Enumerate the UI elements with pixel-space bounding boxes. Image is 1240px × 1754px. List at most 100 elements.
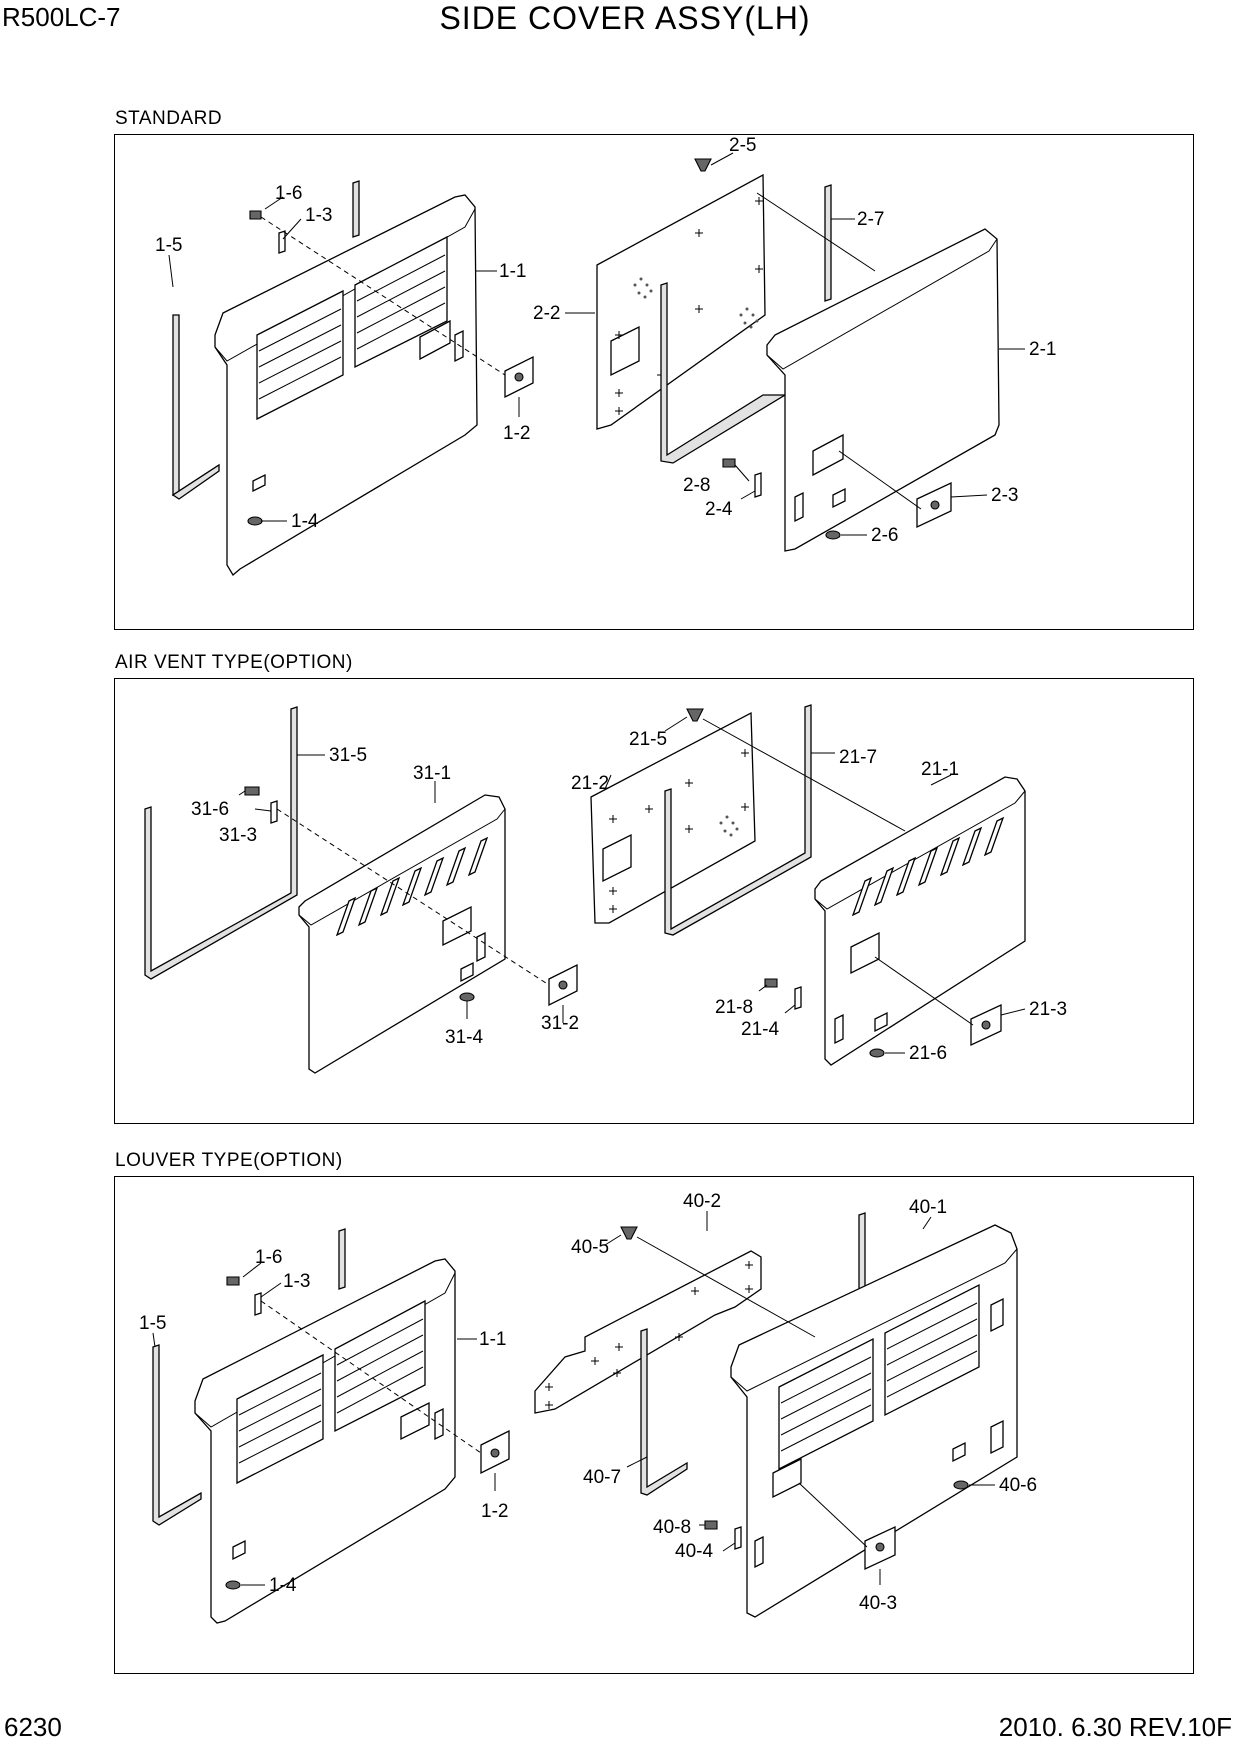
label-2-6: 2-6 (871, 525, 898, 546)
rubber-1-4 (247, 516, 263, 526)
diagram-panel-standard: 1-5 1-6 1-3 1-1 1-2 1-4 31-5 2-5 2-7 2-2… (114, 134, 1194, 630)
latch-21-3-key (981, 1020, 991, 1030)
cover-2-1-edge (766, 238, 998, 370)
handle-recess-louver (400, 1401, 430, 1441)
section-title-standard: STANDARD (115, 108, 223, 129)
bracket-2-1 (794, 491, 804, 523)
louver-right-louver-lines (336, 1318, 424, 1414)
bracket-2-6 (832, 487, 846, 509)
label-2-1: 2-1 (1029, 339, 1056, 360)
insulation-clips-21-2 (609, 749, 749, 913)
label-1-3-louver: 1-3 (283, 1271, 310, 1292)
louver-right-40-1 (884, 1283, 980, 1417)
latch-1-2-key (514, 372, 524, 382)
label-21-6: 21-6 (909, 1043, 947, 1064)
label-1-4-louver: 1-4 (269, 1575, 297, 1596)
clip-40-5 (620, 1226, 638, 1240)
label-31-3: 31-3 (219, 825, 257, 846)
latch-40-3-key (875, 1542, 885, 1552)
louver-left-lines (258, 308, 342, 400)
seal-2-7 (824, 184, 832, 302)
handle-recess-40-1 (772, 1457, 802, 1499)
label-21-5: 21-5 (629, 729, 667, 750)
label-1-3: 1-3 (305, 205, 332, 226)
cover-31-1-edge (298, 808, 506, 926)
label-1-6: 1-6 (275, 183, 302, 204)
label-21-3: 21-3 (1029, 999, 1067, 1020)
label-2-4: 2-4 (705, 499, 733, 520)
insulation-cutout-2-2 (610, 325, 640, 377)
striker-21-4 (794, 986, 802, 1010)
striker-40-4 (734, 1526, 742, 1550)
bolt-21-8 (764, 978, 778, 988)
seal-31-5 (144, 706, 298, 980)
label-31-2: 31-2 (541, 1013, 579, 1034)
label-1-5: 1-5 (155, 235, 182, 256)
striker-2-4 (754, 472, 762, 498)
bolt-40-8 (704, 1520, 718, 1530)
label-21-2: 21-2 (571, 773, 609, 794)
label-40-8: 40-8 (653, 1517, 691, 1538)
label-31-4: 31-4 (445, 1027, 483, 1048)
bolt-1-6 (249, 210, 262, 220)
seal-2-7-lower (660, 282, 788, 464)
label-1-2: 1-2 (503, 423, 530, 444)
handle-recess-2-1 (812, 433, 844, 477)
leaders-right (565, 152, 1025, 536)
insulation-clips-40-2 (545, 1261, 753, 1409)
seal-40-7 (640, 1328, 688, 1496)
label-1-6-louver: 1-6 (255, 1247, 282, 1268)
seal-1-5-top (352, 180, 360, 238)
rubber-31-4 (459, 992, 475, 1002)
label-40-6: 40-6 (999, 1475, 1037, 1496)
page-number: 6230 (4, 1712, 62, 1742)
label-1-2-louver: 1-2 (481, 1501, 508, 1522)
label-1-1-louver: 1-1 (479, 1329, 506, 1350)
rubber-1-4-louver (225, 1580, 241, 1590)
louver-left-louver (236, 1353, 324, 1485)
seal-1-5-bottom (171, 463, 220, 500)
page-title: SIDE COVER ASSY(LH) (439, 0, 811, 36)
latch-2-3-key (930, 500, 940, 510)
bolt-31-6 (244, 786, 260, 796)
label-21-7: 21-7 (839, 747, 877, 768)
insulation-2-2 (596, 173, 766, 430)
vents-21-1 (851, 816, 1005, 917)
label-40-3: 40-3 (859, 1593, 897, 1614)
bolt-2-8 (722, 458, 736, 468)
leaders-21 (604, 716, 1026, 1054)
latch-31-2-key (558, 980, 568, 990)
leaders-31 (238, 754, 564, 1023)
bracket-31-4 (460, 961, 474, 983)
cover-1-1-edge (214, 208, 476, 362)
grip-upper-40-1 (990, 1297, 1004, 1333)
label-2-3: 2-3 (991, 485, 1018, 506)
axis-line-1 (260, 216, 506, 376)
label-2-2: 2-2 (533, 303, 560, 324)
label-2-8: 2-8 (683, 475, 710, 496)
leaders-louver-left (152, 1262, 496, 1586)
diagram-panel-louver: 1-5 1-6 1-3 1-1 1-2 1-4 40-5 40-2 40-1 4… (114, 1176, 1194, 1674)
clip-21-5 (686, 708, 704, 722)
insulation-40-2 (534, 1250, 762, 1414)
handle-recess-1-1 (419, 319, 451, 361)
louver-right-40-1-lines (886, 1302, 978, 1398)
striker-31-3 (270, 800, 278, 824)
label-1-5-louver: 1-5 (139, 1313, 166, 1334)
label-40-5: 40-5 (571, 1237, 609, 1258)
bracket-1-4-louver (232, 1539, 246, 1561)
cover-2-1 (766, 228, 1000, 552)
air-vent-diagram: 31-5 31-1 31-6 31-3 31-4 31-2 21-5 21-7 … (144, 704, 1067, 1074)
label-40-7: 40-7 (583, 1467, 621, 1488)
label-40-1: 40-1 (909, 1197, 947, 1218)
louver-left-louver-lines (238, 1372, 322, 1464)
bracket-1-1 (454, 329, 464, 363)
revision-info: 2010. 6.30 REV.10F (998, 1712, 1232, 1742)
insulation-holes-21-2 (719, 815, 739, 837)
bolt-1-6-louver (226, 1276, 240, 1286)
label-21-1: 21-1 (921, 759, 959, 780)
label-31-5: 31-5 (329, 745, 367, 766)
leaders-left (168, 196, 520, 522)
louver-right-lines (356, 254, 446, 350)
seal-1-5 (172, 314, 220, 497)
